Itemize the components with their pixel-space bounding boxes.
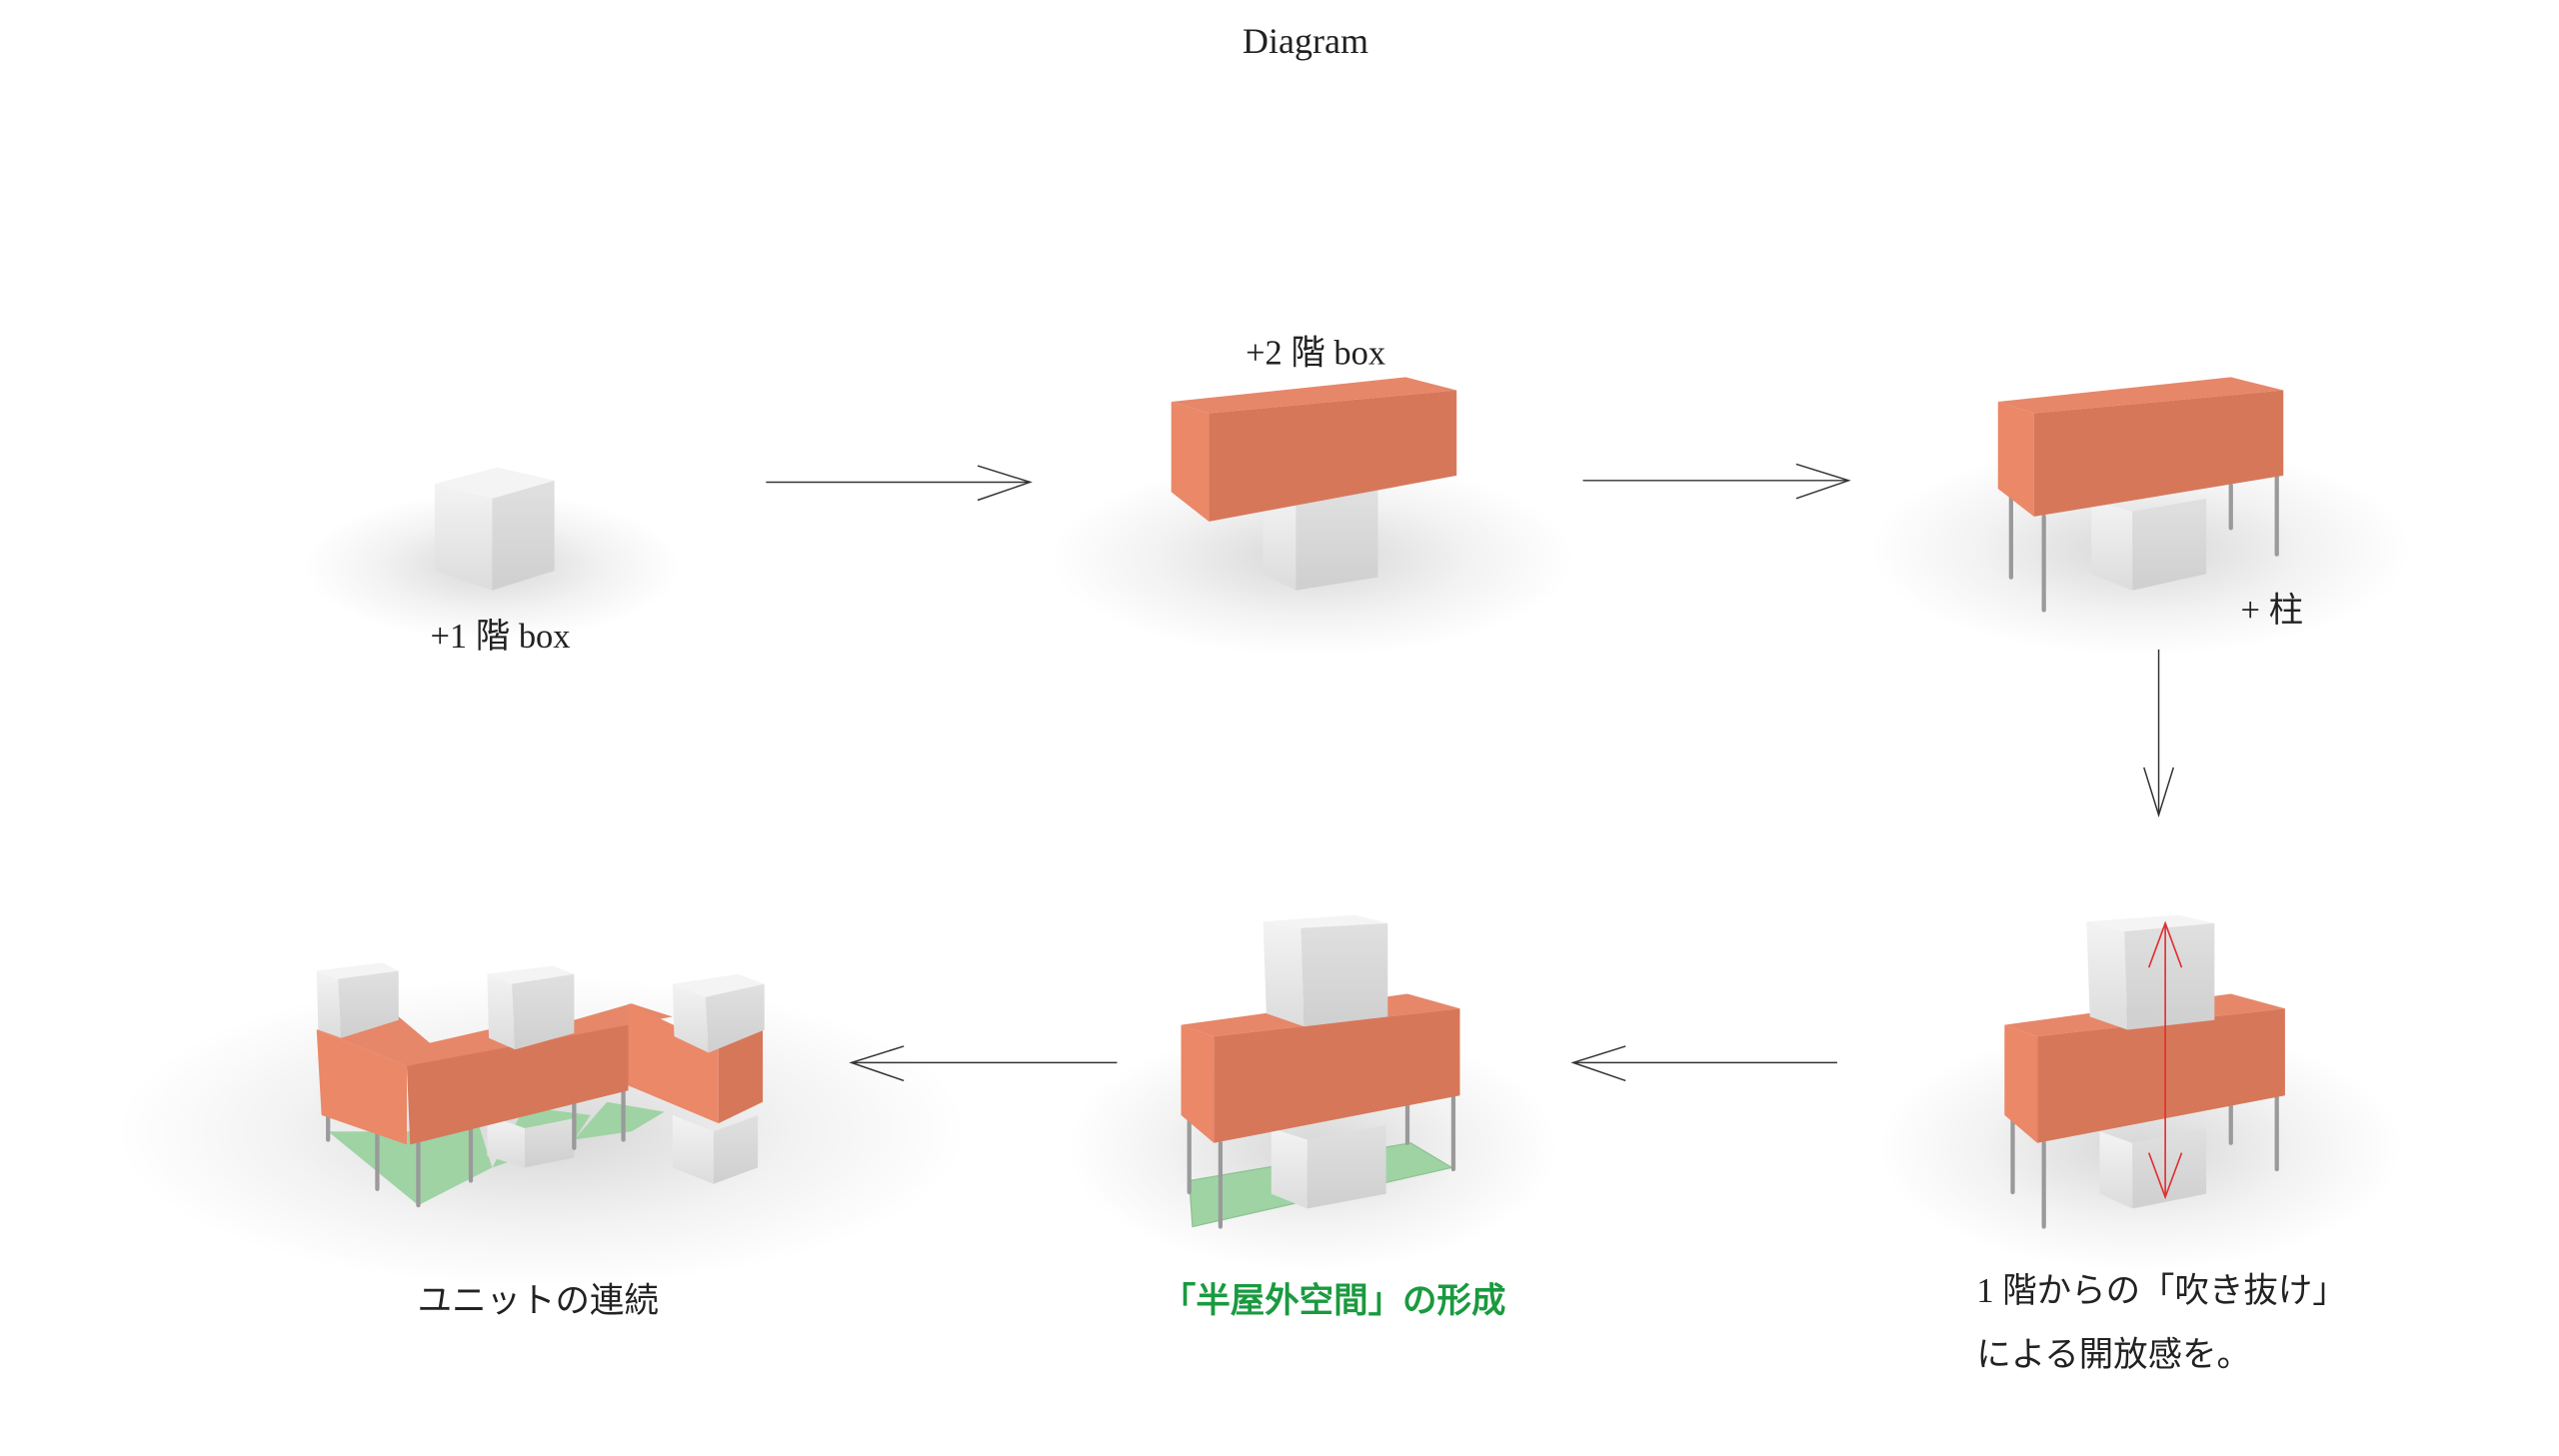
step2-label: +2 階 box bbox=[1246, 334, 1385, 372]
step4-label-line2: による開放感を。 bbox=[1976, 1336, 2251, 1374]
double-arrow-red-icon bbox=[2147, 920, 2183, 1200]
arrow-right-icon bbox=[766, 465, 1033, 502]
step4-void-boxes bbox=[2004, 914, 2285, 1229]
step6-continuous-units bbox=[316, 962, 765, 1208]
step6-label: ユニットの連続 bbox=[418, 1282, 659, 1320]
step5-semi-outdoor-boxes bbox=[1181, 914, 1460, 1229]
arrow-right-icon bbox=[1582, 463, 1851, 500]
step5-label: 「半屋外空間」の形成 bbox=[1162, 1282, 1506, 1320]
step3-boxes-with-columns bbox=[1997, 377, 2284, 613]
arrow-left-icon bbox=[1570, 1045, 1837, 1082]
step4-label-line1: 1 階からの「吹き抜け」 bbox=[1976, 1272, 2346, 1310]
step1-label: +1 階 box bbox=[430, 618, 570, 656]
arrow-left-icon bbox=[849, 1045, 1118, 1082]
diagram-title: Diagram bbox=[1243, 21, 1368, 61]
step2-boxes bbox=[1171, 377, 1457, 591]
step3-label: + 柱 bbox=[2241, 592, 2304, 630]
arrow-down-icon bbox=[2143, 649, 2175, 818]
step1-cube bbox=[434, 467, 555, 591]
